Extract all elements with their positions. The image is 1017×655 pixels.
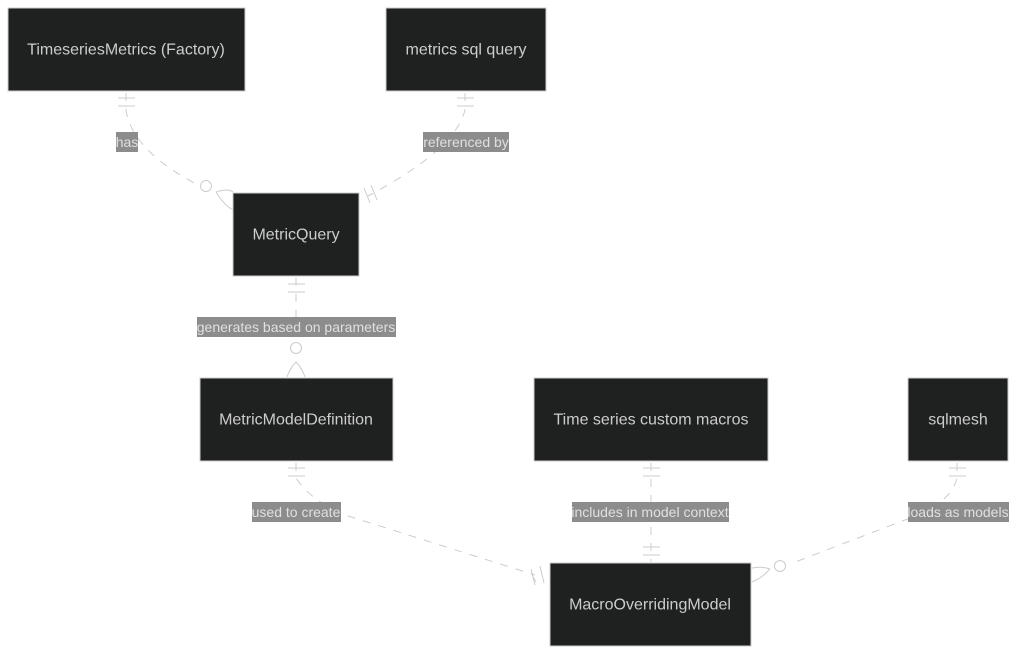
entity-metric-model-definition[interactable]: MetricModelDefinition (199, 377, 394, 462)
entity-sqlmesh[interactable]: sqlmesh (907, 377, 1009, 462)
rel-line-referenced-by (367, 93, 466, 197)
crow-foot-marker (751, 566, 771, 583)
entity-label: MetricModelDefinition (219, 412, 373, 429)
entity-label: TimeseriesMetrics (Factory) (27, 42, 225, 59)
entity-macro-overriding-model[interactable]: MacroOverridingModel (549, 562, 752, 647)
exactly-one-marker (288, 283, 305, 293)
crow-foot-marker (215, 189, 234, 211)
zero-or-more-marker (774, 560, 786, 572)
entity-label: MacroOverridingModel (569, 597, 731, 614)
entity-time-series-custom-macros[interactable]: Time series custom macros (533, 377, 769, 462)
exactly-one-marker (457, 97, 474, 107)
entity-label: sqlmesh (928, 412, 988, 429)
rel-label-generates: generates based on parameters (197, 317, 396, 337)
relationship-labels: has referenced by generates based on par… (116, 132, 1009, 522)
exactly-one-marker (530, 565, 545, 586)
rel-label-text: referenced by (423, 134, 509, 150)
rel-label-used-to-create: used to create (252, 502, 341, 522)
entity-metric-query[interactable]: MetricQuery (232, 192, 360, 277)
rel-label-text: loads as models (907, 504, 1008, 520)
rel-label-has: has (116, 132, 139, 152)
exactly-one-marker (949, 467, 966, 477)
zero-or-more-marker (200, 180, 212, 192)
exactly-one-marker (288, 467, 305, 477)
rel-label-loads: loads as models (907, 502, 1009, 522)
rel-label-text: has (116, 134, 139, 150)
entity-label: Time series custom macros (554, 412, 749, 429)
rel-line-has (125, 93, 197, 185)
zero-or-more-marker (290, 342, 302, 354)
exactly-one-marker (363, 184, 378, 204)
rel-label-text: used to create (252, 504, 341, 520)
entity-label: MetricQuery (252, 227, 339, 244)
exactly-one-marker (643, 467, 660, 477)
entity-label: metrics sql query (406, 42, 527, 59)
entity-metrics-sql-query[interactable]: metrics sql query (385, 7, 547, 92)
entities: TimeseriesMetrics (Factory) metrics sql … (7, 7, 1009, 647)
rel-label-text: includes in model context (571, 504, 728, 520)
crow-foot-marker (286, 361, 306, 378)
exactly-one-marker (118, 97, 135, 107)
cardinality-markers (118, 97, 966, 586)
rel-label-referenced-by: referenced by (423, 132, 509, 152)
rel-label-text: generates based on parameters (197, 319, 395, 335)
rel-line-loads (789, 463, 958, 565)
rel-label-includes: includes in model context (571, 502, 729, 522)
exactly-one-marker (643, 546, 660, 556)
entity-timeseries-metrics[interactable]: TimeseriesMetrics (Factory) (7, 7, 246, 92)
